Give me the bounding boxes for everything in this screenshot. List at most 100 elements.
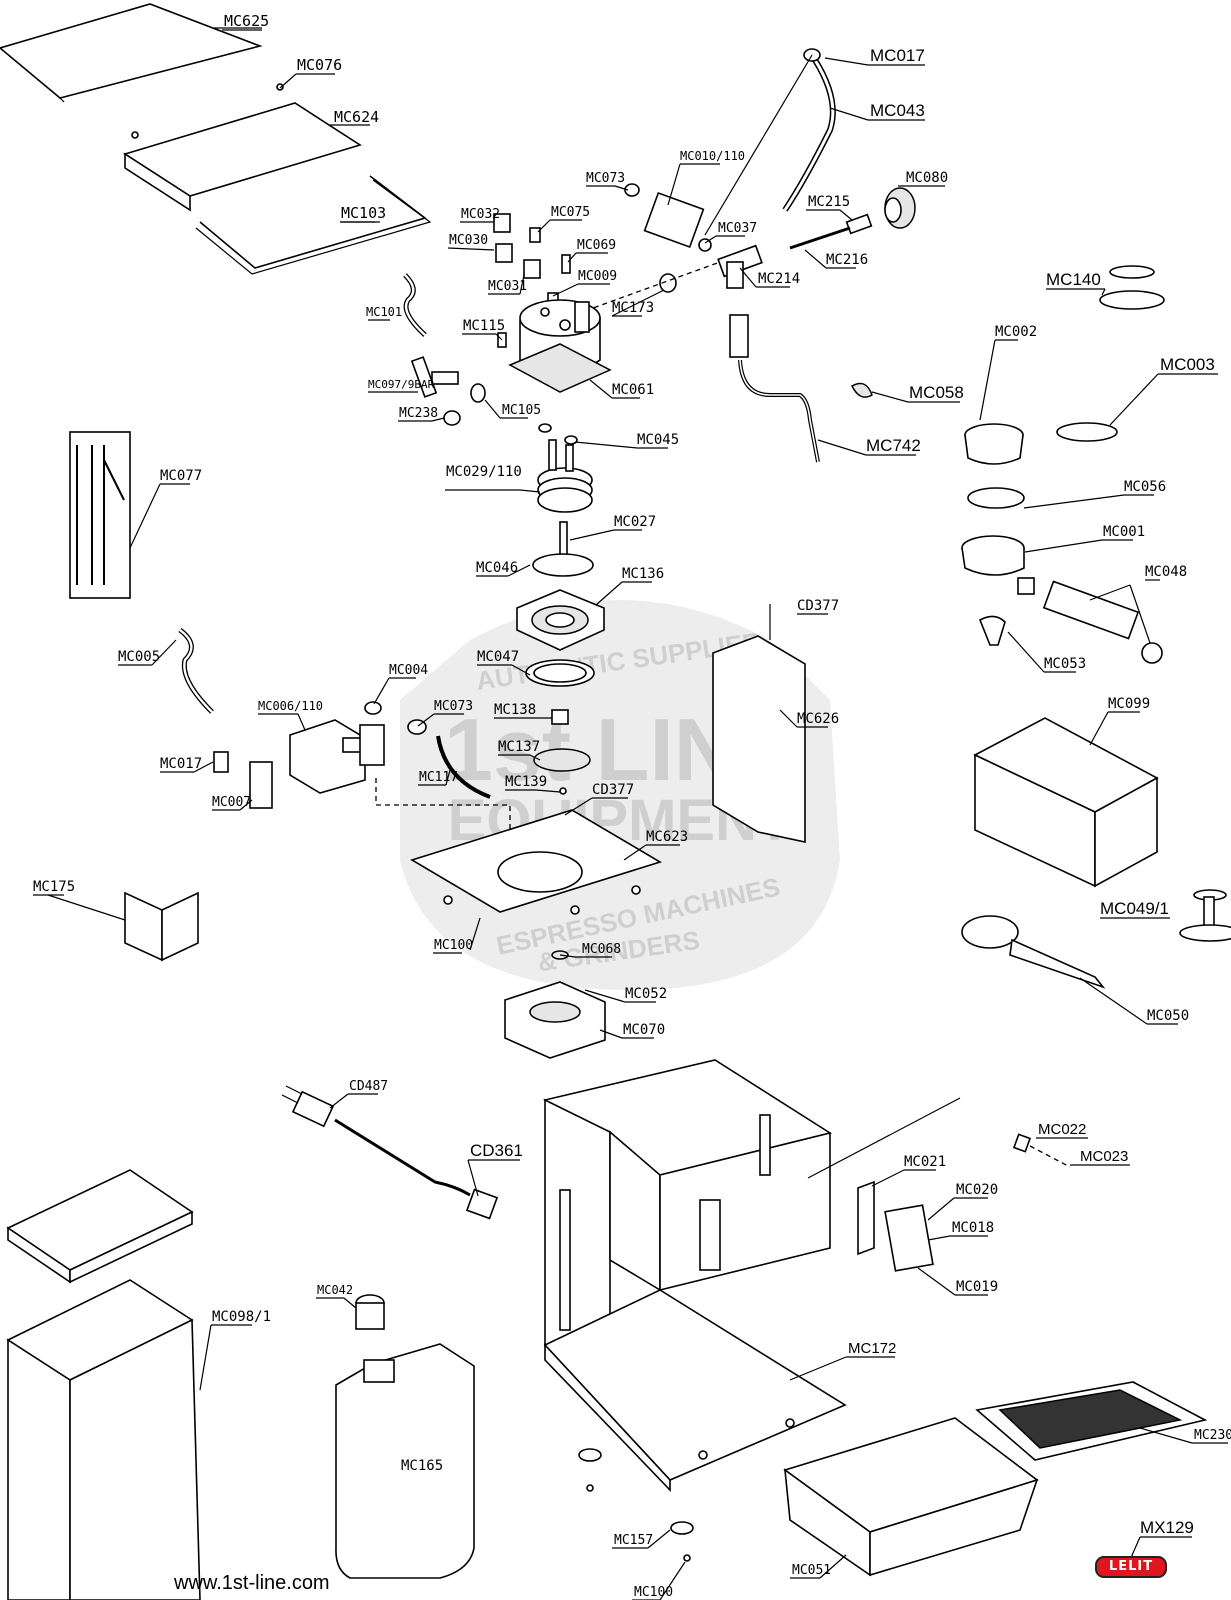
label-mc073-mid: MC073 [434, 699, 473, 714]
feet [578, 1448, 694, 1562]
label-mc076: MC076 [297, 56, 342, 74]
label-mc056: MC056 [1124, 479, 1166, 495]
label-mc624: MC624 [334, 108, 379, 126]
group-head [516, 589, 605, 795]
steam-wand [729, 314, 820, 463]
label-mc080: MC080 [906, 170, 948, 186]
label-mc626: MC626 [797, 711, 839, 727]
drip-shield [712, 604, 806, 843]
label-mc018: MC018 [952, 1220, 994, 1236]
label-cd361: CD361 [470, 1141, 523, 1160]
label-mc007: MC007 [212, 795, 251, 810]
label-mc097-9bar: MC097/9BAR [368, 378, 435, 391]
label-mc050: MC050 [1147, 1008, 1189, 1024]
label-mc043: MC043 [870, 101, 925, 120]
heating-element [537, 423, 593, 513]
label-mc115: MC115 [463, 318, 505, 334]
label-mc001: MC001 [1103, 524, 1145, 540]
label-mc019: MC019 [956, 1279, 998, 1295]
label-mc010-110: MC010/110 [680, 149, 745, 163]
label-mc136: MC136 [622, 566, 664, 582]
switch-group [807, 1097, 1071, 1272]
label-mc068: MC068 [582, 942, 621, 957]
label-mc175: MC175 [33, 879, 75, 895]
tamper [1179, 889, 1231, 942]
label-mc157: MC157 [614, 1533, 653, 1548]
label-mc023: MC023 [1080, 1148, 1128, 1165]
power-cord [281, 1085, 499, 1220]
label-mc061: MC061 [612, 382, 654, 398]
bottom-housing [504, 981, 606, 1059]
label-mc215: MC215 [808, 194, 850, 210]
label-mc002: MC002 [995, 324, 1037, 340]
label-mc069: MC069 [577, 238, 616, 253]
base-plate [410, 809, 662, 960]
label-mc027: MC027 [614, 514, 656, 530]
label-mc214: MC214 [758, 271, 800, 287]
label-mc020: MC020 [956, 1182, 998, 1198]
label-mc029-110: MC029/110 [446, 464, 522, 480]
solenoid-valve [624, 183, 712, 252]
lelit-logo: LELIT [1095, 1556, 1167, 1578]
label-mc075: MC075 [551, 205, 590, 220]
label-mc103: MC103 [341, 204, 386, 222]
plastic-jug [335, 1294, 475, 1579]
label-mc172: MC172 [848, 1340, 896, 1357]
part-labels: MC625 MC076 MC624 MC103 MC017 MC043 MC01… [33, 12, 1231, 1600]
thermostats [493, 213, 571, 302]
label-mc046: MC046 [476, 560, 518, 576]
label-mc048: MC048 [1145, 564, 1187, 580]
label-mc140: MC140 [1046, 270, 1101, 289]
steam-knob [789, 187, 916, 250]
drip-grid [975, 1381, 1208, 1461]
filter-baskets [851, 265, 1165, 664]
leader-lines [33, 29, 1228, 1600]
label-cd377-mid: CD377 [592, 782, 634, 798]
top-cover-panel [0, 3, 263, 103]
label-mc238: MC238 [399, 406, 438, 421]
label-mc047: MC047 [477, 649, 519, 665]
label-mc117: MC117 [419, 770, 458, 785]
label-mc077: MC077 [160, 468, 202, 484]
cover-gasket [195, 175, 432, 275]
label-mc005: MC005 [118, 649, 160, 665]
label-mc049-1: MC049/1 [1100, 899, 1169, 918]
label-mc165: MC165 [401, 1458, 443, 1474]
label-mc139: MC139 [505, 774, 547, 790]
label-mc101: MC101 [366, 305, 402, 319]
label-mc021: MC021 [904, 1154, 946, 1170]
label-cd487: CD487 [349, 1079, 388, 1094]
drip-tray [783, 1417, 1039, 1577]
label-mc137: MC137 [498, 739, 540, 755]
label-mc042: MC042 [317, 1283, 353, 1297]
label-mc006-110: MC006/110 [258, 699, 323, 713]
label-mc032: MC032 [461, 207, 500, 222]
knock-box [973, 717, 1159, 888]
machine-body [542, 1059, 847, 1492]
label-mc053: MC053 [1044, 656, 1086, 672]
label-mc037: MC037 [718, 221, 757, 236]
label-mc623: MC623 [646, 829, 688, 845]
label-mc058: MC058 [909, 383, 964, 402]
label-mc045: MC045 [637, 432, 679, 448]
boiler [508, 299, 612, 393]
label-mc004: MC004 [389, 663, 428, 678]
footer-website-url: www.1st-line.com [174, 1572, 330, 1594]
steam-pipe [704, 48, 836, 236]
label-mc173: MC173 [612, 300, 654, 316]
label-mc100-mid: MC100 [434, 938, 473, 953]
label-mc216: MC216 [826, 252, 868, 268]
overpressure-valve [410, 332, 507, 426]
tank-lids [6, 1169, 194, 1284]
manual-booklet [47, 891, 199, 962]
label-mc031: MC031 [488, 279, 527, 294]
label-mc098-1: MC098/1 [212, 1309, 271, 1325]
label-mc003: MC003 [1160, 355, 1215, 374]
label-mc742: MC742 [866, 436, 921, 455]
measuring-scoop [961, 915, 1106, 989]
label-mc138: MC138 [494, 702, 536, 718]
label-mc070: MC070 [623, 1022, 665, 1038]
label-cd377-top: CD377 [797, 598, 839, 614]
label-mc017-mid: MC017 [160, 756, 202, 772]
